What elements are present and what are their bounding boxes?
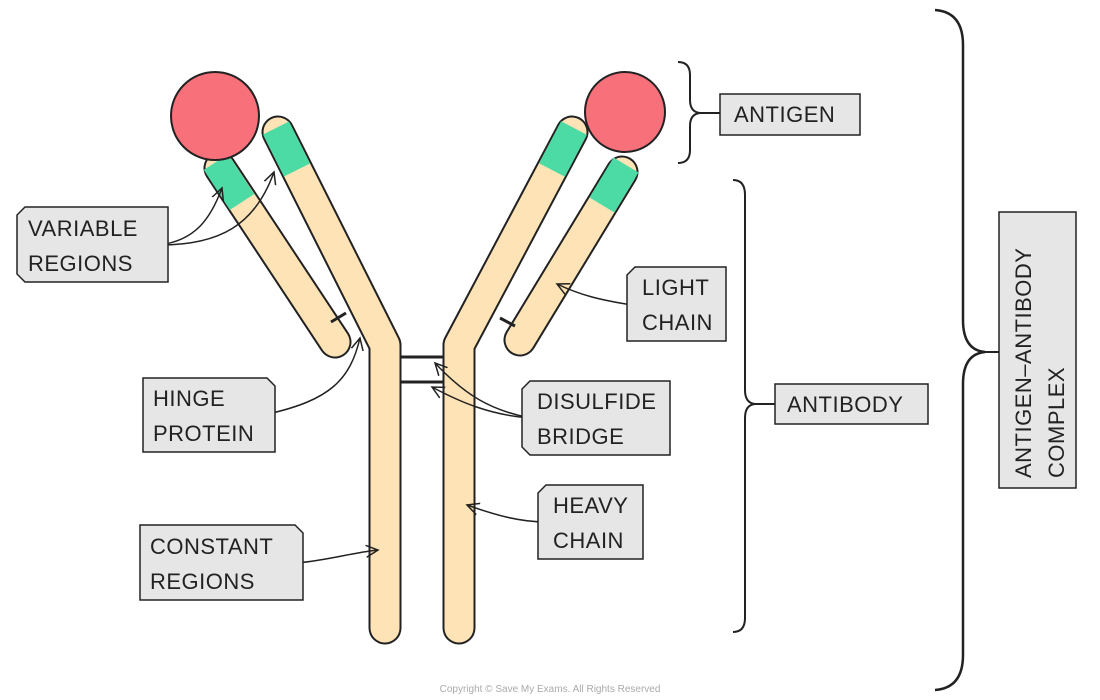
- right-heavy-chain: [442, 115, 589, 645]
- label-text: BRIDGE: [537, 424, 624, 449]
- label-text: HINGE: [153, 386, 225, 411]
- label-text: PROTEIN: [153, 421, 254, 446]
- copyright-text: Copyright © Save My Exams. All Rights Re…: [440, 684, 661, 695]
- label-text: VARIABLE: [28, 216, 138, 241]
- right-light-chain: [503, 155, 639, 357]
- antigen-left: [170, 71, 260, 161]
- label-text: COMPLEX: [1044, 367, 1069, 478]
- disulfide-bridges: [330, 311, 516, 384]
- left-heavy-chain: [261, 115, 402, 645]
- label-antigen: ANTIGEN: [719, 93, 861, 136]
- label-text: ANTIGEN–ANTIBODY: [1011, 248, 1036, 478]
- brackets: [677, 8, 999, 692]
- label-text: CHAIN: [553, 528, 624, 553]
- label-antibody: ANTIBODY: [774, 383, 929, 425]
- left-light-chain: [203, 151, 352, 359]
- label-text: CONSTANT: [150, 534, 273, 559]
- label-text: REGIONS: [150, 569, 255, 594]
- label-text: ANTIGEN: [734, 102, 835, 127]
- label-antigen-antibody-complex: ANTIGEN–ANTIBODY COMPLEX: [998, 211, 1077, 489]
- label-light-chain: LIGHT CHAIN: [626, 266, 727, 342]
- label-hinge-protein: HINGE PROTEIN: [142, 377, 276, 453]
- antigen-right: [584, 71, 666, 153]
- label-variable-regions: VARIABLE REGIONS: [16, 206, 169, 283]
- label-text: REGIONS: [28, 251, 133, 276]
- label-text: HEAVY: [553, 493, 628, 518]
- label-text: CHAIN: [642, 310, 713, 335]
- label-disulfide-bridge: DISULFIDE BRIDGE: [521, 380, 671, 456]
- label-text: LIGHT: [642, 275, 709, 300]
- label-constant-regions: CONSTANT REGIONS: [139, 524, 304, 601]
- label-text: ANTIBODY: [787, 392, 903, 417]
- label-text: DISULFIDE: [537, 389, 656, 414]
- label-heavy-chain: HEAVY CHAIN: [537, 484, 644, 560]
